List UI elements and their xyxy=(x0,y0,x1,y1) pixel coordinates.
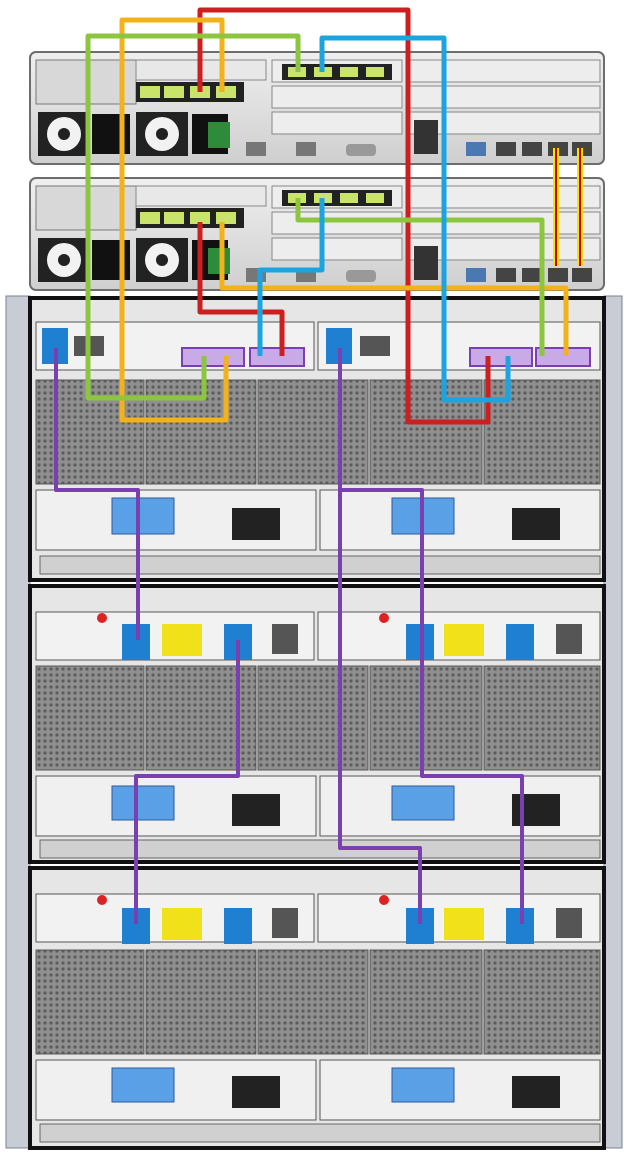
sas-hba-card xyxy=(136,208,244,228)
expansion-enclosure-1 xyxy=(30,586,604,862)
rack-rail-left xyxy=(6,296,30,1148)
server-node-1 xyxy=(30,52,604,164)
sas-port-group xyxy=(182,348,304,366)
sas-hba-card xyxy=(136,82,244,102)
psu-fan-icon xyxy=(136,238,188,282)
psu-fan-icon xyxy=(136,112,188,156)
server-node-2 xyxy=(30,178,604,290)
expansion-enclosure-2 xyxy=(30,868,604,1148)
psu-fan-icon xyxy=(38,238,90,282)
controller-enclosure xyxy=(30,298,604,580)
psu-fan-icon xyxy=(38,112,90,156)
rack-rail-right xyxy=(604,296,622,1148)
